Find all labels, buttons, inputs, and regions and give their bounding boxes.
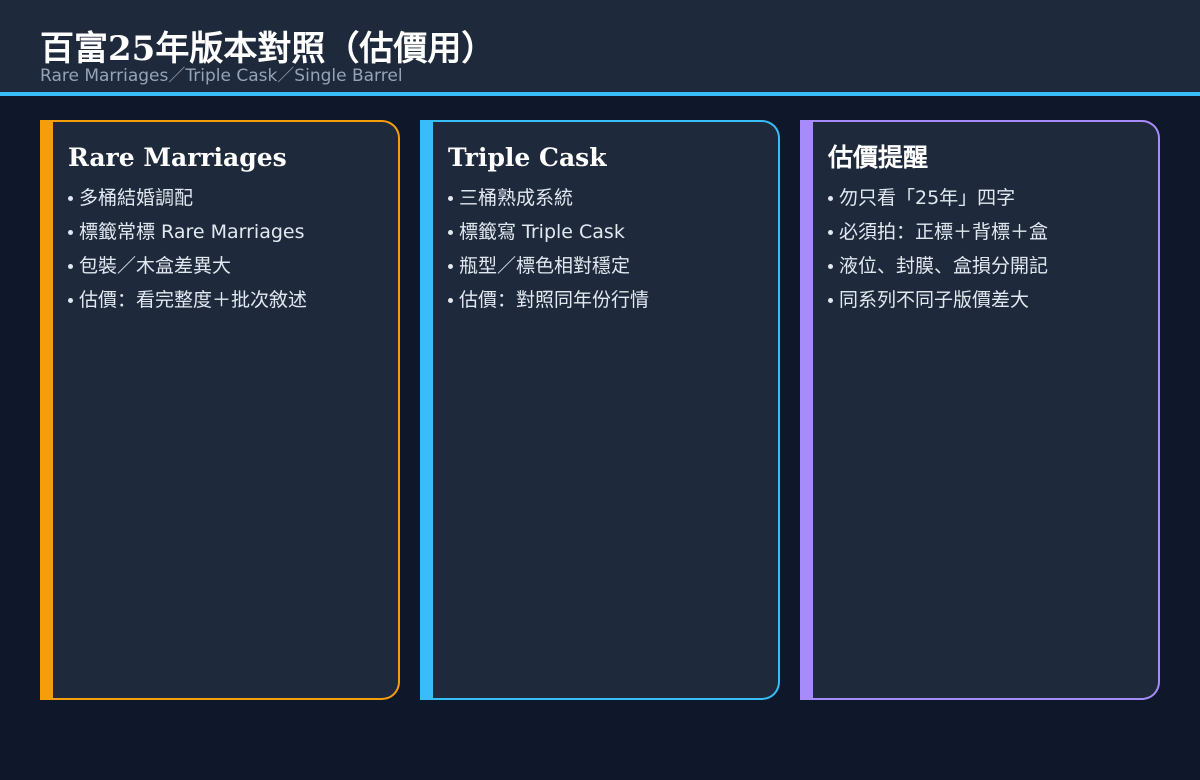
list-item: 估價：看完整度＋批次敘述	[68, 283, 307, 317]
list-item: 必須拍：正標＋背標＋盒	[828, 215, 1048, 249]
bullet-icon	[828, 263, 833, 269]
card-triple-cask: Triple Cask 三桶熟成系統 標籤寫 Triple Cask 瓶型／標色…	[420, 120, 780, 700]
list-item: 包裝／木盒差異大	[68, 249, 307, 283]
list-item-text: 包裝／木盒差異大	[79, 255, 232, 277]
bullet-icon	[68, 263, 73, 269]
list-item-text: 瓶型／標色相對穩定	[459, 255, 631, 277]
card-item-list: 勿只看「25年」四字 必須拍：正標＋背標＋盒 液位、封膜、盒損分開記 同系列不同…	[828, 181, 1048, 317]
bullet-icon	[828, 195, 833, 201]
bullet-icon	[448, 263, 453, 269]
page-title: 百富25年版本對照（估價用）	[40, 29, 496, 69]
list-item: 三桶熟成系統	[448, 181, 649, 215]
bullet-icon	[448, 195, 453, 201]
list-item: 估價：對照同年份行情	[448, 283, 649, 317]
card-title: Triple Cask	[448, 143, 607, 172]
page-header: 百富25年版本對照（估價用） Rare Marriages／Triple Cas…	[0, 0, 1200, 96]
list-item-text: 勿只看「25年」四字	[839, 187, 1016, 209]
list-item: 多桶結婚調配	[68, 181, 307, 215]
card-item-list: 三桶熟成系統 標籤寫 Triple Cask 瓶型／標色相對穩定 估價：對照同年…	[448, 181, 649, 317]
page-subtitle: Rare Marriages／Triple Cask／Single Barrel	[40, 66, 403, 86]
list-item-text: 估價：看完整度＋批次敘述	[79, 289, 308, 311]
bullet-icon	[448, 229, 453, 235]
list-item-text: 估價：對照同年份行情	[459, 289, 650, 311]
bullet-icon	[828, 229, 833, 235]
card-title: Rare Marriages	[68, 143, 287, 172]
list-item-text: 多桶結婚調配	[79, 187, 194, 209]
list-item: 勿只看「25年」四字	[828, 181, 1048, 215]
list-item: 同系列不同子版價差大	[828, 283, 1048, 317]
bullet-icon	[68, 195, 73, 201]
list-item: 標籤寫 Triple Cask	[448, 215, 649, 249]
list-item-text: 標籤寫 Triple Cask	[459, 221, 625, 243]
list-item-text: 標籤常標 Rare Marriages	[79, 221, 305, 243]
bullet-icon	[828, 297, 833, 303]
bullet-icon	[448, 297, 453, 303]
list-item-text: 三桶熟成系統	[459, 187, 574, 209]
bullet-icon	[68, 229, 73, 235]
bullet-icon	[68, 297, 73, 303]
card-title: 估價提醒	[828, 143, 929, 172]
list-item-text: 必須拍：正標＋背標＋盒	[839, 221, 1049, 243]
card-item-list: 多桶結婚調配 標籤常標 Rare Marriages 包裝／木盒差異大 估價：看…	[68, 181, 307, 317]
list-item: 標籤常標 Rare Marriages	[68, 215, 307, 249]
list-item: 液位、封膜、盒損分開記	[828, 249, 1048, 283]
list-item-text: 同系列不同子版價差大	[839, 289, 1030, 311]
list-item-text: 液位、封膜、盒損分開記	[839, 255, 1049, 277]
card-rare-marriages: Rare Marriages 多桶結婚調配 標籤常標 Rare Marriage…	[40, 120, 400, 700]
card-appraisal-notes: 估價提醒 勿只看「25年」四字 必須拍：正標＋背標＋盒 液位、封膜、盒損分開記 …	[800, 120, 1160, 700]
list-item: 瓶型／標色相對穩定	[448, 249, 649, 283]
